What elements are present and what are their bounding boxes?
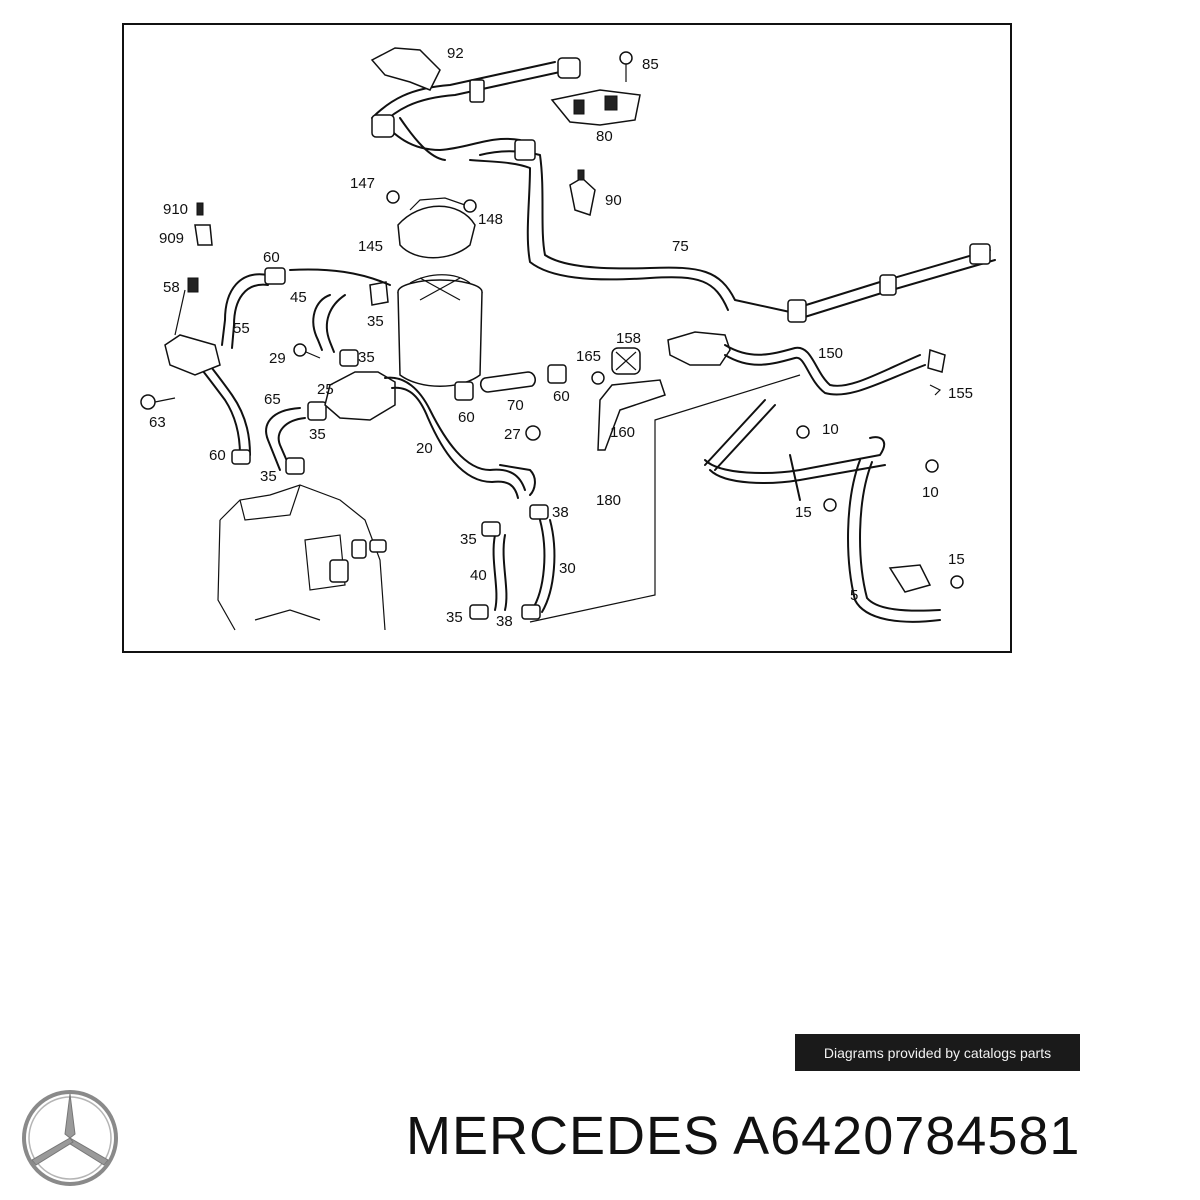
part-number: A6420784581 [733,1106,1081,1166]
callout-label: 29 [269,350,286,367]
callout-label: 147 [350,175,375,192]
callout-label: 92 [447,45,464,62]
callout-label: 38 [496,613,513,630]
callout-label: 90 [605,192,622,209]
callout-label: 158 [616,330,641,347]
callout-label: 27 [504,426,521,443]
callout-label: 20 [416,440,433,457]
return-line-assembly [591,331,946,451]
center-hose-assembly [324,349,801,623]
callout-label: 35 [446,609,463,626]
callout-label: 10 [922,484,939,501]
callout-label: 58 [163,279,180,296]
callout-label: 35 [460,531,477,548]
callout-label: 70 [507,397,524,414]
callout-label: 35 [367,313,384,330]
callout-label: 30 [559,560,576,577]
callout-label: 910 [163,201,188,218]
fuel-filter-assembly [369,190,483,387]
callout-label: 60 [553,388,570,405]
callout-label: 15 [795,504,812,521]
three-pointed-star-icon [22,1090,118,1186]
callout-label: 165 [576,348,601,365]
callout-label: 155 [948,385,973,402]
callout-label: 148 [478,211,503,228]
callout-label: 10 [822,421,839,438]
callout-label: 38 [552,504,569,521]
callout-label: 35 [260,468,277,485]
callout-label: 63 [149,414,166,431]
callout-label: 145 [358,238,383,255]
callout-label: 60 [209,447,226,464]
callout-label: 85 [642,56,659,73]
brand-name: MERCEDES [406,1106,721,1166]
callout-label: 60 [458,409,475,426]
left-hose-assembly [140,202,391,475]
callout-label: 45 [290,289,307,306]
callout-label: 180 [596,492,621,509]
callout-label: 15 [948,551,965,568]
credit-text: Diagrams provided by catalogs parts [823,1044,1052,1061]
callout-label: 40 [470,567,487,584]
pump-outline [217,484,387,631]
callout-label: 35 [358,349,375,366]
callout-label: 25 [317,381,334,398]
callout-label: 160 [610,424,635,441]
credit-badge: Diagrams provided by catalogs parts [795,1034,1080,1071]
callout-label: 65 [264,391,281,408]
part-title: MERCEDES A6420784581 [406,1105,1080,1167]
callout-label: 35 [309,426,326,443]
callout-label: 55 [233,320,250,337]
callout-label: 75 [672,238,689,255]
callout-label: 5 [850,587,858,604]
callout-label: 60 [263,249,280,266]
callout-label: 150 [818,345,843,362]
upper-hose-assembly [370,47,996,323]
callout-labels: 92 85 80 147 148 90 910 909 145 75 60 45… [149,45,973,630]
diagram-frame [122,23,1012,653]
callout-label: 80 [596,128,613,145]
pipe-bracket-assembly [704,399,964,623]
callout-label: 909 [159,230,184,247]
